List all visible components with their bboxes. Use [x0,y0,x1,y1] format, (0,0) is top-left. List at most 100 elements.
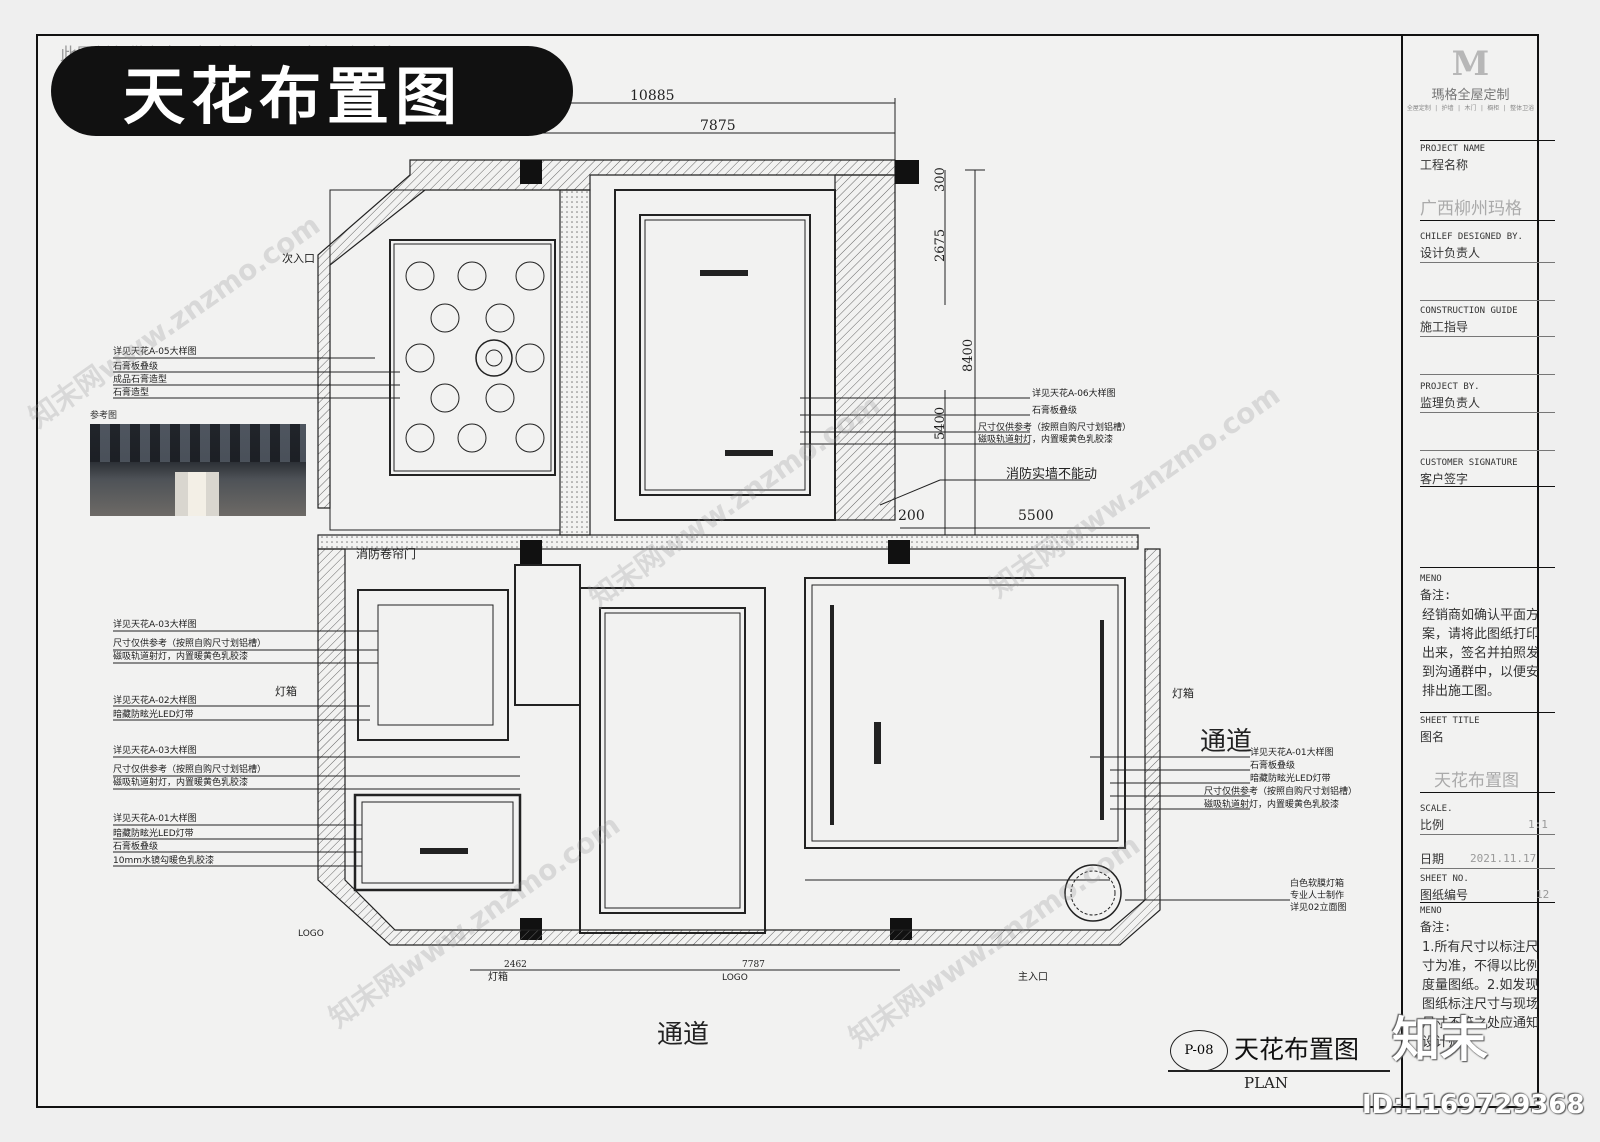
callout-l3-title: 详见天花A-02大样图 [113,694,197,706]
logo-m-icon: M [1451,44,1490,84]
callout-l5-3: 10mm水镜勾暖色乳胶漆 [113,854,214,866]
label-lightbox-bottom: 灯箱 [488,970,508,983]
sheet-title-cn: 图名 [1420,730,1445,744]
construction-guide-en: CONSTRUCTION GUIDE [1420,306,1518,316]
dim-8400: 8400 [961,339,976,372]
project-by-cn: 监理负责人 [1420,396,1481,410]
id-tag: ID:1169729368 [1362,1090,1585,1120]
circle-pattern-ceiling [405,261,545,453]
dim-5400: 5400 [933,407,948,440]
callout-l1-2: 成品石膏造型 [113,373,167,385]
project-name-en: PROJECT NAME [1420,144,1486,154]
date-cn: 日期 [1420,852,1445,866]
construction-guide-cn: 施工指导 [1420,320,1469,334]
dim-300: 300 [933,167,948,192]
callout-l2-1: 尺寸仅供参考（按照自购尺寸划铝槽） [113,637,266,649]
lower-walls [317,548,1161,946]
dim-200: 200 [898,508,925,524]
label-secondary-entrance: 次入口 [282,251,315,265]
callout-l2-title: 详见天花A-03大样图 [113,618,197,630]
round-note-3: 详见02立面图 [1290,901,1346,913]
dim-7787: 7787 [742,960,765,970]
lights-lower [420,605,1104,854]
logo-sub: 全屋定制 | 护墙 | 木门 | 橱柜 | 整体卫浴 [1406,105,1535,112]
callout-r2-title: 详见天花A-01大样图 [1250,746,1334,758]
label-fire-shutter: 消防卷帘门 [356,546,416,561]
callout-r2-3: 尺寸仅供参考（按照自购尺寸划铝槽） [1204,785,1357,797]
plan-title-cn: 天花布置图 [1234,1035,1360,1064]
label-main-entrance: 主入口 [1018,971,1048,983]
callout-l3-1: 暗藏防眩光LED灯带 [113,708,194,720]
logo-name: 瑪格全屋定制 [1431,88,1510,103]
label-lightbox-right: 灯箱 [1172,686,1194,700]
right-leaders [800,397,1290,901]
left-leaders [113,357,520,867]
dim-2675: 2675 [933,229,948,262]
sheet-no-cn: 图纸编号 [1420,888,1469,902]
chief-designer-en: CHILEF DESIGNED BY. [1420,232,1523,242]
title-banner: 天花布置图 [51,46,573,136]
reference-photo-label: 参考图 [90,411,118,421]
drawing-frame [36,34,1539,1108]
title-block: M 瑪格全屋定制 全屋定制 | 护墙 | 木门 | 橱柜 | 整体卫浴 PROJ… [1402,34,1555,1108]
dim-10885: 10885 [630,88,675,104]
callout-r2-1: 石膏板叠级 [1250,759,1295,771]
dim-5500: 5500 [1018,508,1054,524]
callout-l5-title: 详见天花A-01大样图 [113,812,197,824]
sheet-title-en: SHEET TITLE [1420,716,1480,726]
memo2-text: 1.所有尺寸以标注尺寸为准，不得以比例度量图纸。2.如发现图纸标注尺寸与现场尺寸… [1422,940,1540,1050]
upper-rooms [329,189,836,531]
sheet-no-en: SHEET NO. [1420,874,1469,884]
dim-7875: 7875 [700,118,736,134]
callout-r1-1: 石膏板叠级 [1032,404,1077,416]
reference-photo [90,424,306,516]
memo-en: MENO [1420,574,1442,584]
brand-mark: 知末 [1392,1012,1489,1068]
lower-rooms [353,564,1126,934]
memo2-cn: 备注: [1420,920,1452,934]
lights-upper [700,270,773,456]
scale-cn: 比例 [1420,818,1445,832]
callout-r2-4: 磁吸轨道射灯，内置暖黄色乳胶漆 [1204,798,1339,810]
callout-l5-1: 暗藏防眩光LED灯带 [113,827,194,839]
scale-value: 1:1 [1528,818,1548,831]
callout-l1-3: 石膏造型 [113,386,149,398]
callout-l1-title: 详见天花A-05大样图 [113,345,197,357]
date-value: 2021.11.17 [1470,852,1537,865]
sheet-title-value: 天花布置图 [1434,771,1519,791]
round-note-2: 专业人士制作 [1290,889,1344,901]
label-logo-bottom: LOGO [722,973,748,983]
label-lightbox-left: 灯箱 [275,684,297,698]
callout-l2-2: 磁吸轨道射灯，内置暖黄色乳胶漆 [113,650,248,662]
memo2-en: MENO [1420,906,1442,916]
callout-r1-2: 尺寸仅供参考（按照自购尺寸划铝槽） [978,421,1131,433]
customer-signature-en: CUSTOMER SIGNATURE [1420,458,1518,468]
upper-walls [317,159,1139,550]
callout-l4-1: 尺寸仅供参考（按照自购尺寸划铝槽） [113,763,266,775]
round-note-1: 白色软膜灯箱 [1290,877,1344,889]
dim-2462: 2462 [504,960,527,970]
label-corridor-bottom: 通道 [657,1020,709,1050]
sheet-no-value: 12 [1536,888,1550,901]
plan-code: P-08 [1170,1030,1228,1072]
label-fire-wall: 消防实墙不能动 [1006,466,1097,482]
brand-logo: M 瑪格全屋定制 全屋定制 | 护墙 | 木门 | 橱柜 | 整体卫浴 [1402,44,1539,112]
plan-title-en: PLAN [1244,1074,1289,1092]
label-corridor-right: 通道 [1200,727,1252,757]
callout-r1-3: 磁吸轨道射灯，内置暖黄色乳胶漆 [978,433,1113,445]
label-logo-left: LOGO [298,929,324,939]
callout-l5-2: 石膏板叠级 [113,840,158,852]
callout-l1-1: 石膏板叠级 [113,360,158,372]
callout-l4-title: 详见天花A-03大样图 [113,744,197,756]
project-name-value: 广西柳州玛格 [1420,199,1522,219]
callout-r2-2: 暗藏防眩光LED灯带 [1250,772,1331,784]
memo-text: 经销商如确认平面方案，请将此图纸打印出来，签名并拍照发到沟通群中，以便安排出施工… [1422,608,1540,699]
memo-cn: 备注: [1420,588,1452,602]
chief-designer-cn: 设计负责人 [1420,246,1481,260]
scale-en: SCALE. [1420,804,1453,814]
project-name-cn: 工程名称 [1420,158,1469,172]
callout-l4-2: 磁吸轨道射灯，内置暖黄色乳胶漆 [113,776,248,788]
customer-signature-cn: 客户签字 [1420,472,1469,486]
callout-r1-title: 详见天花A-06大样图 [1032,387,1116,399]
